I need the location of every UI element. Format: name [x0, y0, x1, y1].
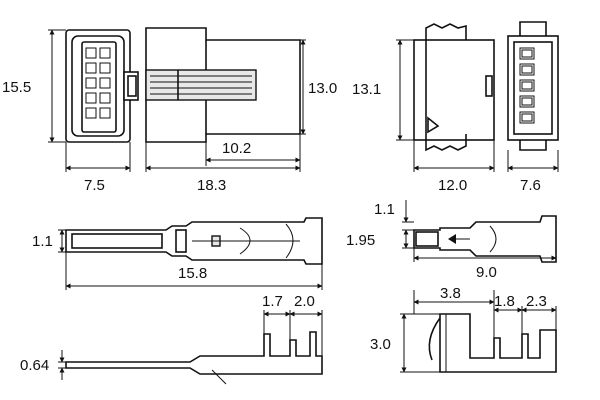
dim-terminal-a-crimp-2: 2.0 — [289, 293, 323, 356]
terminal-b-side-view — [428, 313, 557, 373]
dim-label-12-0: 12.0 — [438, 177, 467, 194]
dim-label-10-2: 10.2 — [222, 140, 251, 157]
dim-housing-a-height: 15.5 — [2, 29, 66, 143]
dim-terminal-a-length: 15.8 — [65, 252, 323, 290]
dim-label-1-95: 1.95 — [346, 232, 375, 249]
dim-label-7-5: 7.5 — [84, 177, 105, 194]
dim-label-3-0: 3.0 — [370, 336, 391, 353]
dim-label-9-0: 9.0 — [476, 264, 497, 281]
dim-housing-a-side-height: 13.0 — [300, 39, 337, 135]
dim-terminal-b-tab-width: 1.1 — [374, 200, 414, 223]
housing-a-side-view — [145, 27, 301, 143]
terminal-b-top-view — [413, 215, 557, 263]
dim-housing-a-length: 18.3 — [145, 142, 301, 194]
housing-a-front-view — [65, 29, 139, 143]
housing-b-side-view — [413, 23, 495, 152]
dim-terminal-b-height: 3.0 — [370, 313, 440, 373]
dim-label-13-0: 13.0 — [308, 80, 337, 97]
dim-label-2-3: 2.3 — [526, 293, 547, 310]
terminal-a-side-view — [65, 331, 323, 385]
dim-label-18-3: 18.3 — [197, 177, 226, 194]
dim-label-1-1-a: 1.1 — [32, 233, 53, 250]
dim-housing-a-latch-length: 10.2 — [205, 134, 301, 166]
dim-terminal-b-crimp-1: 1.8 — [493, 293, 523, 334]
dim-label-2-0: 2.0 — [294, 293, 315, 310]
dim-label-15-8: 15.8 — [178, 265, 207, 282]
dim-terminal-b-tab-height: 1.95 — [346, 229, 414, 249]
dim-terminal-a-thickness: 0.64 — [20, 350, 66, 380]
dim-housing-a-width: 7.5 — [65, 142, 131, 194]
dim-label-15-5: 15.5 — [2, 79, 31, 96]
dim-terminal-b-contact: 3.8 — [413, 285, 495, 338]
dim-label-1-1-b: 1.1 — [374, 201, 395, 218]
dim-label-1-8: 1.8 — [494, 293, 515, 310]
housing-b-front-view — [507, 21, 559, 151]
dim-terminal-a-tab-width: 1.1 — [32, 229, 66, 253]
dim-housing-b-length: 12.0 — [413, 140, 495, 194]
dim-label-1-7: 1.7 — [262, 293, 283, 310]
dim-terminal-b-length: 9.0 — [413, 248, 557, 281]
dim-housing-b-width: 7.6 — [507, 150, 559, 194]
dim-label-13-1: 13.1 — [352, 81, 381, 98]
terminal-a-top-view — [65, 217, 323, 265]
dim-terminal-b-crimp-2: 2.3 — [521, 293, 557, 330]
dim-label-0-64: 0.64 — [20, 357, 49, 374]
dim-label-3-8: 3.8 — [440, 285, 461, 302]
dim-housing-b-height: 13.1 — [352, 39, 414, 141]
dim-terminal-a-crimp-1: 1.7 — [262, 293, 291, 340]
dim-label-7-6: 7.6 — [520, 177, 541, 194]
